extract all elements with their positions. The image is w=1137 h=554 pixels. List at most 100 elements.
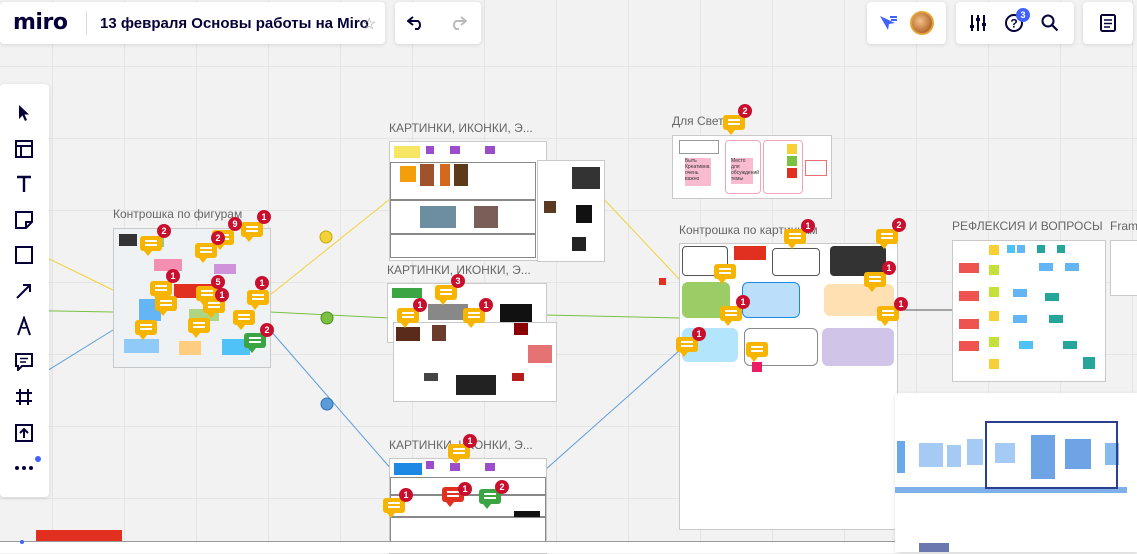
comment-icon[interactable] — [135, 320, 157, 340]
minimap[interactable] — [895, 393, 1137, 552]
comment-icon[interactable] — [864, 272, 886, 292]
board-list-icon[interactable] — [1096, 11, 1120, 35]
shape-icon[interactable] — [10, 241, 38, 269]
frame-icon[interactable] — [10, 383, 38, 411]
comment-icon[interactable] — [448, 444, 470, 464]
comment-count-badge: 3 — [451, 274, 465, 288]
comment-icon[interactable] — [876, 229, 898, 249]
board-title[interactable]: 13 февраля Основы работы на Miro — [100, 15, 369, 32]
frame-kartinki-2-grid — [393, 322, 557, 402]
comment-icon[interactable] — [247, 290, 269, 310]
pen-icon[interactable] — [10, 312, 38, 340]
undo-redo-panel — [395, 2, 481, 44]
connection-line-icon[interactable] — [10, 277, 38, 305]
frame-kartinki-1-side — [537, 160, 605, 262]
comment-icon[interactable] — [244, 333, 266, 353]
comment-icon[interactable] — [479, 489, 501, 509]
frame-title-kontroshka-kartinki[interactable]: Контрошка по картинкам — [679, 223, 818, 237]
board-header: miro 13 февраля Основы работы на Miro ☆ — [0, 2, 385, 44]
comment-count-badge: 1 — [399, 488, 413, 502]
comment-icon[interactable] — [435, 285, 457, 305]
help-notification-badge: 3 — [1016, 8, 1030, 22]
frame-cut-right[interactable] — [1110, 240, 1137, 296]
comment-count-badge: 5 — [211, 275, 225, 289]
more-icon[interactable] — [10, 454, 38, 482]
comment-count-badge: 1 — [257, 210, 271, 224]
text-icon[interactable] — [10, 170, 38, 198]
comment-icon[interactable] — [188, 318, 210, 338]
comment-count-badge: 2 — [738, 104, 752, 118]
comment-icon[interactable] — [714, 264, 736, 284]
comment-count-badge: 1 — [479, 298, 493, 312]
star-icon[interactable]: ☆ — [362, 16, 377, 33]
status-dot — [20, 540, 24, 544]
search-icon[interactable] — [1038, 11, 1062, 35]
comment-icon[interactable] — [233, 310, 255, 330]
frame-title-cut[interactable]: Fram — [1110, 219, 1137, 233]
comment-count-badge: 1 — [882, 261, 896, 275]
user-avatar[interactable] — [910, 11, 934, 35]
templates-icon[interactable] — [10, 135, 38, 163]
comment-count-badge: 1 — [736, 295, 750, 309]
comment-icon[interactable] — [10, 348, 38, 376]
comment-count-badge: 2 — [211, 231, 225, 245]
comment-icon[interactable] — [155, 296, 177, 316]
settings-sliders-icon[interactable] — [966, 11, 990, 35]
more-notification-dot — [35, 456, 41, 462]
comment-count-badge: 1 — [215, 288, 229, 302]
sticky-note-icon[interactable] — [10, 206, 38, 234]
frame-kartinki-1[interactable] — [389, 141, 547, 261]
left-toolbar — [0, 84, 49, 497]
frame-kontroshka-kartinki[interactable] — [679, 243, 898, 530]
comment-count-badge: 1 — [894, 297, 908, 311]
comment-icon[interactable] — [140, 236, 162, 256]
frame-title-kartinki-1[interactable]: КАРТИНКИ, ИКОНКИ, Э... — [389, 121, 533, 135]
comment-icon[interactable] — [397, 308, 419, 328]
comment-count-badge: 2 — [157, 224, 171, 238]
comment-count-badge: 1 — [458, 482, 472, 496]
comment-icon[interactable] — [746, 342, 768, 362]
frame-title-refleksiya[interactable]: РЕФЛЕКСИЯ И ВОПРОСЫ — [952, 219, 1103, 233]
frame-dlya-svety[interactable]: Быть Креативна очень важно Место для обс… — [672, 135, 832, 199]
comment-icon[interactable] — [676, 337, 698, 357]
comment-count-badge: 1 — [463, 434, 477, 448]
sticky-note-pink-2[interactable]: Место для обсуждений темы — [731, 158, 760, 184]
help-icon[interactable]: ? — [1002, 11, 1026, 35]
comment-icon[interactable] — [877, 306, 899, 326]
comment-icon[interactable] — [195, 243, 217, 263]
comment-icon[interactable] — [241, 222, 263, 242]
sticky-note-pink-1[interactable]: Быть Креативна очень важно — [685, 158, 711, 186]
comment-count-badge: 1 — [413, 298, 427, 312]
collaboration-panel — [867, 2, 946, 44]
comment-icon[interactable] — [150, 281, 172, 301]
comment-count-badge: 1 — [692, 327, 706, 341]
comment-count-badge: 2 — [892, 218, 906, 232]
comment-icon[interactable] — [383, 498, 405, 518]
miro-logo[interactable]: miro — [13, 10, 68, 35]
comment-count-badge: 1 — [166, 269, 180, 283]
upload-icon[interactable] — [10, 419, 38, 447]
comment-count-badge: 2 — [260, 323, 274, 337]
bottom-frame-edge — [0, 541, 900, 553]
follow-pointer-icon[interactable] — [877, 12, 899, 34]
comment-count-badge: 9 — [228, 217, 242, 231]
comment-icon[interactable] — [784, 229, 806, 249]
frame-title-dlya-svety[interactable]: Для Светы — [672, 114, 733, 128]
undo-icon[interactable] — [403, 10, 429, 36]
frame-kartinki-3[interactable] — [389, 458, 547, 554]
minimap-viewport[interactable] — [985, 421, 1118, 489]
comment-count-badge: 1 — [801, 219, 815, 233]
notes-panel — [1083, 2, 1133, 44]
comment-icon[interactable] — [463, 308, 485, 328]
comment-count-badge: 1 — [255, 276, 269, 290]
comment-icon[interactable] — [720, 306, 742, 326]
frame-refleksiya[interactable] — [952, 240, 1106, 382]
comment-count-badge: 2 — [495, 480, 509, 494]
select-icon[interactable] — [10, 99, 38, 127]
comment-icon[interactable] — [723, 115, 745, 135]
frame-title-kontroshka-figury[interactable]: Контрошка по фигурам — [113, 207, 243, 221]
svg-text:?: ? — [1010, 17, 1017, 31]
redo-icon[interactable] — [445, 10, 471, 36]
frame-title-kartinki-2[interactable]: КАРТИНКИ, ИКОНКИ, Э... — [387, 263, 531, 277]
